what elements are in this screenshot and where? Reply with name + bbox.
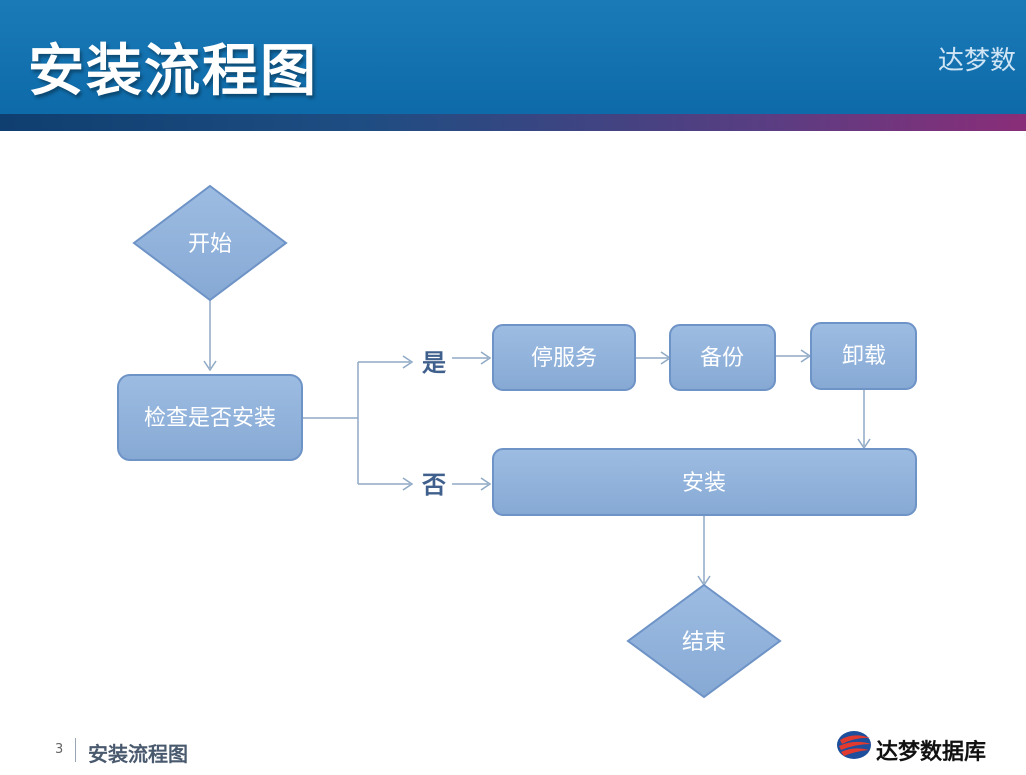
backup-node: 备份 [669,324,776,391]
page-title: 安装流程图 [28,39,318,104]
footer-divider [75,738,76,762]
header-bar: 安装流程图 达梦数 [0,0,1026,114]
end-node: 结束 [626,583,782,699]
arrowhead-no-label [402,477,414,491]
yes-branch-label: 是 [422,349,446,377]
footer-title: 安装流程图 [88,742,188,766]
backup-label: 备份 [700,346,744,371]
stop-service-label: 停服务 [531,346,597,371]
dameng-logo-icon [837,731,871,759]
header-brand-text: 达梦数 [938,46,1017,76]
page-number: 3 [55,742,64,757]
connector-lines [203,300,871,587]
check-installed-node: 检查是否安装 [117,374,303,461]
no-branch-label: 否 [421,471,446,499]
uninstall-node: 卸载 [810,322,917,390]
install-node: 安装 [492,448,917,516]
install-label: 安装 [682,471,726,496]
arrowhead-yes-label [402,355,414,369]
arrowhead-check [203,360,217,372]
end-label: 结束 [682,630,726,655]
start-node: 开始 [132,184,288,302]
footer-brand-text: 达梦数据库 [876,740,987,765]
arrowhead-stop [480,351,492,365]
check-installed-label: 检查是否安装 [144,406,276,431]
header-accent-stripe [0,114,1026,131]
arrowhead-install-left [480,477,492,491]
uninstall-label: 卸载 [842,344,886,369]
connector-branch [302,361,410,485]
stop-service-node: 停服务 [492,324,636,391]
start-label: 开始 [188,232,232,257]
